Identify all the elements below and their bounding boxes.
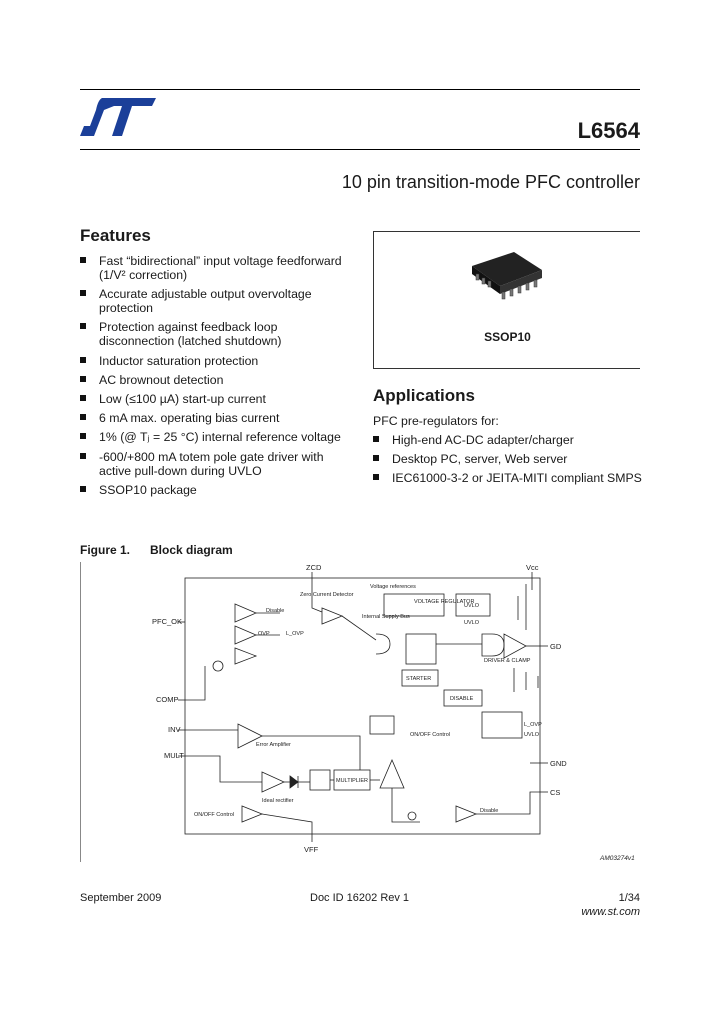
label-driver-clamp: DRIVER & CLAMP — [484, 658, 531, 664]
feature-text-line: Fast “bidirectional” input voltage feedf… — [99, 254, 342, 268]
block-diagram: ZCD Vcc PFC_OK COMP INV MULT GD GND CS V… — [152, 563, 635, 862]
bullet-icon — [80, 433, 86, 440]
application-text: High-end AC-DC adapter/charger — [392, 433, 574, 447]
feature-text-line: Protection against feedback loop — [99, 320, 278, 335]
label-disable-bottom: Disable — [480, 808, 498, 814]
bullet-icon — [80, 290, 86, 297]
feature-text-line: Accurate adjustable output overvoltage — [99, 287, 312, 302]
label-uvlo-right: UVLO — [524, 732, 540, 738]
feature-text-line: 6 mA max. operating bias current — [99, 411, 280, 426]
label-voltage-references: Voltage references — [370, 584, 416, 590]
figure-caption: Figure 1. Block diagram — [80, 543, 233, 557]
feature-item: Low (≤100 µA) start-up current — [80, 392, 365, 406]
footer-page: 1/34 — [618, 892, 640, 904]
pin-mult: MULT — [164, 751, 184, 760]
package-label: SSOP10 — [484, 330, 531, 344]
part-number: L6564 — [577, 118, 640, 143]
applications-heading: Applications — [373, 386, 476, 405]
application-text: Desktop PC, server, Web server — [392, 452, 568, 466]
bullet-icon — [80, 452, 86, 459]
bullet-icon — [373, 455, 379, 461]
figure-left-rule — [80, 562, 81, 862]
footer-doc-id: Doc ID 16202 Rev 1 — [310, 892, 410, 904]
footer-date: September 2009 — [80, 892, 162, 904]
application-item: High-end AC-DC adapter/charger — [373, 433, 643, 447]
feature-text-line: AC brownout detection — [99, 372, 224, 387]
label-multiplier: MULTIPLIER — [336, 778, 368, 784]
feature-text-line: disconnection (latched shutdown) — [99, 334, 282, 349]
document-subtitle: 10 pin transition-mode PFC controller — [341, 172, 640, 192]
application-item: Desktop PC, server, Web server — [373, 452, 643, 466]
feature-text-line: SSOP10 package — [99, 482, 197, 497]
bullet-icon — [80, 356, 86, 363]
figure-title: Block diagram — [150, 543, 233, 557]
package-box: SSOP10 — [373, 231, 640, 369]
bullet-icon — [80, 323, 86, 330]
bullet-icon — [80, 257, 86, 263]
pin-cs: CS — [550, 788, 560, 797]
bullet-icon — [80, 375, 86, 382]
bullet-icon — [80, 414, 86, 421]
label-ideal-rectifier: Ideal rectifier — [262, 798, 294, 804]
pin-pfc-ok: PFC_OK — [152, 617, 182, 626]
figure-number: Figure 1. — [80, 543, 131, 557]
label-disable: DISABLE — [450, 696, 474, 702]
bullet-icon — [80, 394, 86, 401]
label-internal-supply: Internal Supply Bus — [362, 614, 410, 620]
footer-url[interactable]: www.st.com — [581, 906, 640, 918]
feature-text-line: (1/V² correction) — [99, 268, 188, 282]
label-on-off-control: ON/OFF Control — [410, 732, 450, 738]
top-rule — [80, 89, 640, 90]
figure-code: AM03274v1 — [599, 855, 635, 862]
application-text: IEC61000-3-2 or JEITA-MITI compliant SMP… — [392, 471, 642, 485]
label-voltage-regulator: VOLTAGE REGULATOR — [414, 599, 474, 605]
header-rule — [80, 149, 640, 150]
ssop10-package-image — [472, 252, 542, 300]
label-disable-small: Disable — [266, 608, 284, 614]
feature-item: 1% (@ Tⱼ = 25 °C) internal reference vol… — [80, 430, 365, 444]
label-error-amplifier: Error Amplifier — [256, 742, 291, 748]
pin-zcd: ZCD — [306, 563, 322, 572]
feature-text-line: protection — [99, 301, 154, 316]
label-uvlo-mid: UVLO — [464, 620, 480, 626]
application-item: IEC61000-3-2 or JEITA-MITI compliant SMP… — [373, 471, 643, 485]
pin-vff: VFF — [304, 845, 319, 854]
feature-text-line: -600/+800 mA totem pole gate driver with — [99, 449, 324, 464]
feature-text-line: Inductor saturation protection — [99, 353, 259, 368]
feature-item: Fast “bidirectional” input voltage feedf… — [80, 254, 365, 282]
st-logo[interactable] — [80, 96, 158, 140]
feature-item: -600/+800 mA totem pole gate driver with… — [80, 450, 365, 478]
feature-item: SSOP10 package — [80, 483, 365, 497]
label-starter: STARTER — [406, 676, 431, 682]
label-uvlo: UVLO — [464, 603, 480, 609]
bullet-icon — [373, 474, 379, 480]
bullet-icon — [373, 436, 379, 442]
bullet-icon — [80, 485, 86, 492]
features-list: Fast “bidirectional” input voltage feedf… — [80, 254, 365, 502]
feature-text-line: 1% (@ Tⱼ = 25 °C) internal reference vol… — [99, 430, 341, 445]
pin-gnd: GND — [550, 759, 567, 768]
feature-item: AC brownout detection — [80, 373, 365, 387]
label-zero-current-detector: Zero Current Detector — [300, 592, 354, 598]
feature-item: 6 mA max. operating bias current — [80, 411, 365, 425]
feature-text-line: Low (≤100 µA) start-up current — [99, 391, 266, 406]
chip-outline — [184, 577, 541, 835]
features-heading: Features — [80, 226, 151, 245]
pin-inv: INV — [168, 725, 181, 734]
feature-text-line: active pull-down during UVLO — [99, 463, 262, 478]
label-l-ovp-right: L_OVP — [524, 722, 542, 728]
applications-intro: PFC pre-regulators for: — [373, 414, 499, 428]
label-on-off-control-bottom: ON/OFF Control — [194, 812, 234, 818]
pin-gd: GD — [550, 642, 562, 651]
label-ovp: OVP — [258, 631, 270, 637]
label-l-ovp: L_OVP — [286, 631, 304, 637]
pin-comp: COMP — [156, 695, 179, 704]
pin-vcc: Vcc — [526, 563, 539, 572]
feature-item: Inductor saturation protection — [80, 354, 365, 368]
